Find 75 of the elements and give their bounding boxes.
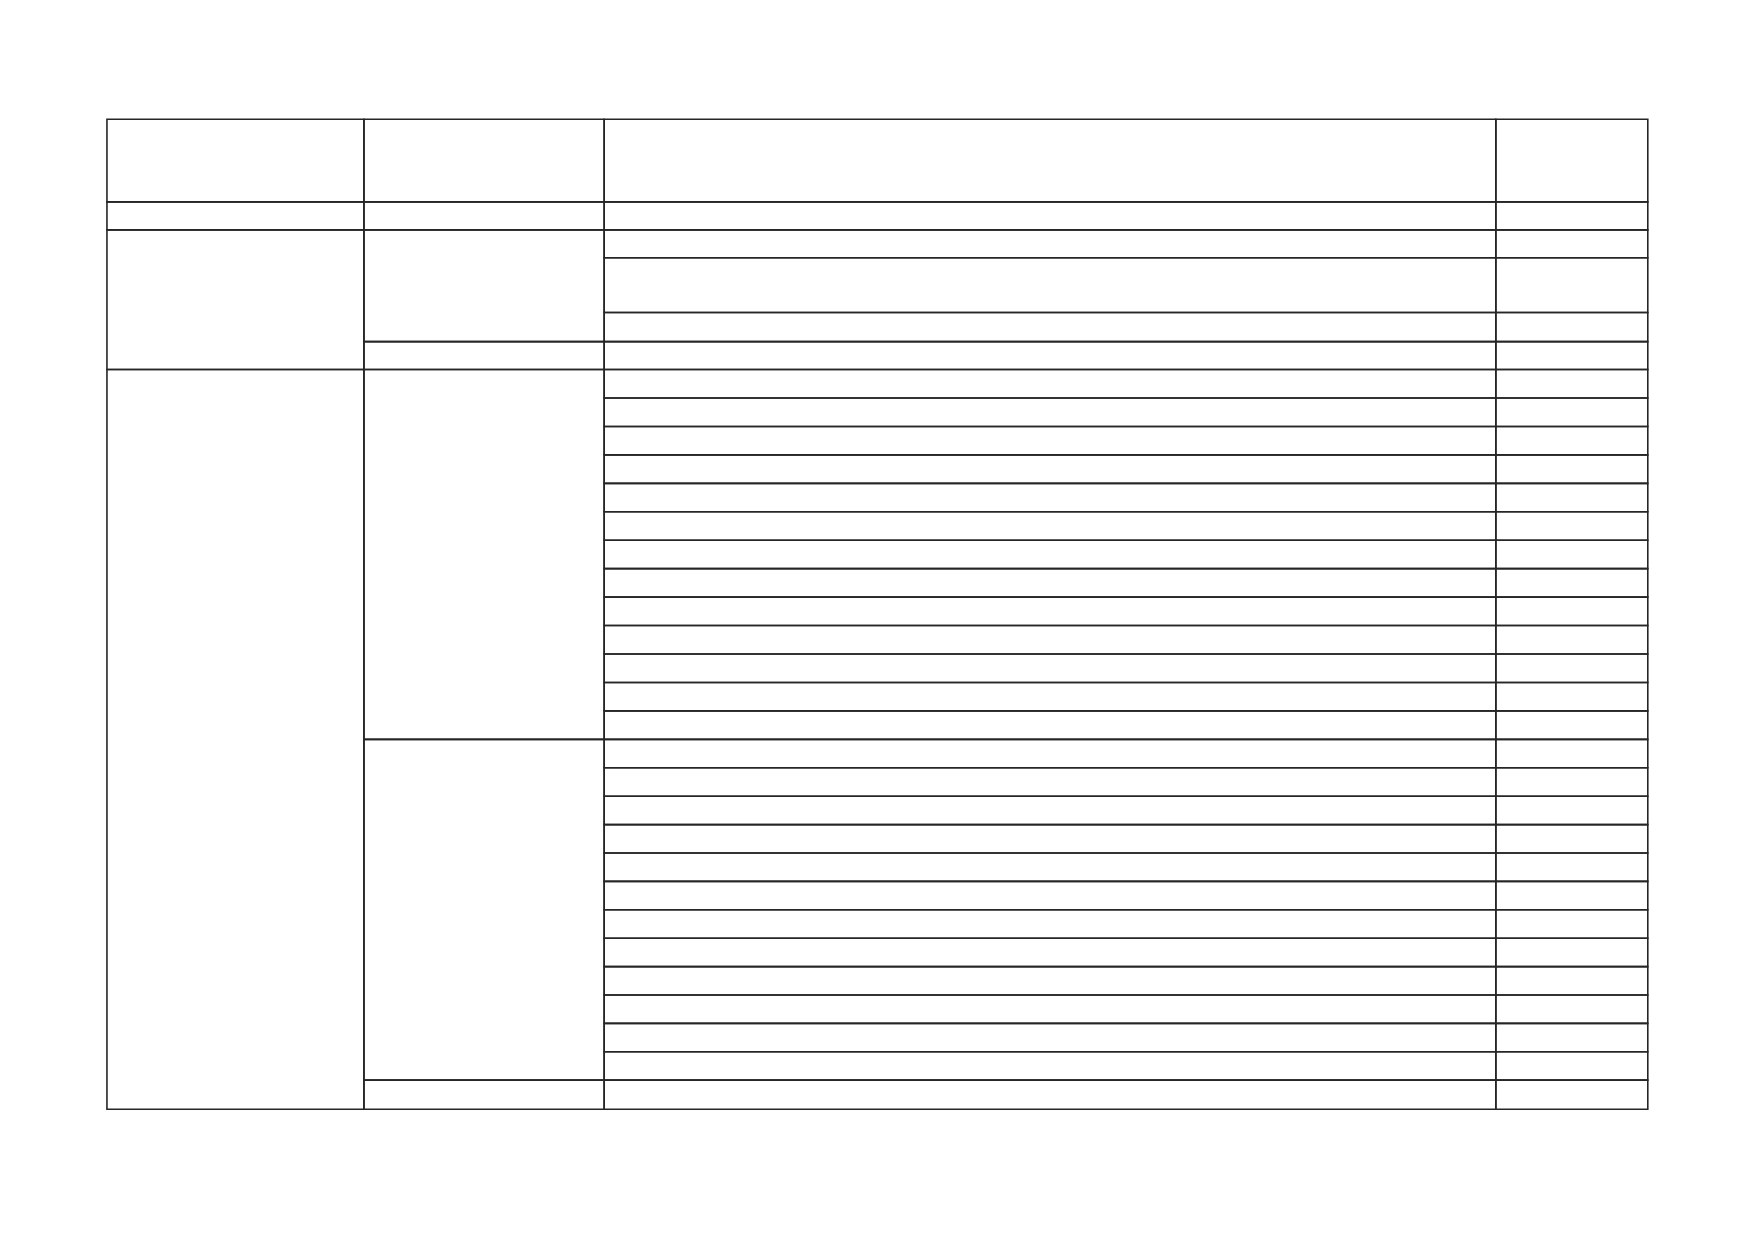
table-cell [1495,965,1649,996]
table-cell [603,624,1497,655]
table-cell [1495,482,1649,513]
table-cell [1495,368,1649,399]
table-cell [1495,539,1649,570]
table-cell [1495,397,1649,428]
table-cell [363,1079,605,1110]
table-cell [1495,710,1649,741]
table-cell [603,201,1497,231]
table-cell [1495,624,1649,655]
table-cell [106,229,365,371]
table-cell [603,653,1497,684]
table-cell [603,567,1497,598]
table-cell [1495,880,1649,911]
table-cell [1495,596,1649,627]
table-cell [603,937,1497,968]
table-cell [1495,567,1649,598]
table-cell [603,454,1497,485]
table-cell [603,596,1497,627]
table-cell [603,994,1497,1025]
table-cell [1495,994,1649,1025]
table-cell [1495,852,1649,883]
table-cell [363,340,605,371]
table-cell [363,201,605,231]
table-cell [1495,681,1649,712]
table-cell [1495,1051,1649,1081]
table-cell [1495,201,1649,231]
table-cell [1495,340,1649,371]
table-cell [1495,653,1649,684]
table-cell [1495,454,1649,485]
table-cell [363,368,605,741]
table-cell [1495,738,1649,769]
table-cell [1495,937,1649,968]
table-cell [603,229,1497,259]
table-cell [1495,510,1649,541]
table-cell [603,823,1497,854]
table-cell [603,767,1497,797]
table-cell [603,1022,1497,1053]
table-cell [106,118,365,203]
table-cell [106,201,365,231]
table-cell [1495,257,1649,314]
table-cell [603,681,1497,712]
table-cell [603,340,1497,371]
table-cell [1495,311,1649,343]
table-cell [603,539,1497,570]
table-cell [603,311,1497,343]
table-cell [603,965,1497,996]
table-cell [603,852,1497,883]
table-cell [1495,229,1649,259]
table-cell [1495,1079,1649,1110]
table-cell [603,710,1497,741]
table-cell [603,118,1497,203]
table-cell [106,368,365,1110]
table-cell [1495,909,1649,939]
table-cell [603,1051,1497,1081]
table-cell [603,1079,1497,1110]
table-cell [1495,795,1649,826]
table-cell [1495,118,1649,203]
table-cell [603,425,1497,456]
table-cell [603,738,1497,769]
table-cell [363,118,605,203]
table-cell [363,229,605,343]
table-cell [1495,425,1649,456]
table-cell [1495,823,1649,854]
table-cell [1495,767,1649,797]
table-cell [603,510,1497,541]
table-cell [1495,1022,1649,1053]
table-cell [603,909,1497,939]
table-cell [603,397,1497,428]
table-cell [603,257,1497,314]
table-cell [603,880,1497,911]
table-cell [363,738,605,1081]
table-cell [603,795,1497,826]
table-cell [603,482,1497,513]
table-cell [603,368,1497,399]
